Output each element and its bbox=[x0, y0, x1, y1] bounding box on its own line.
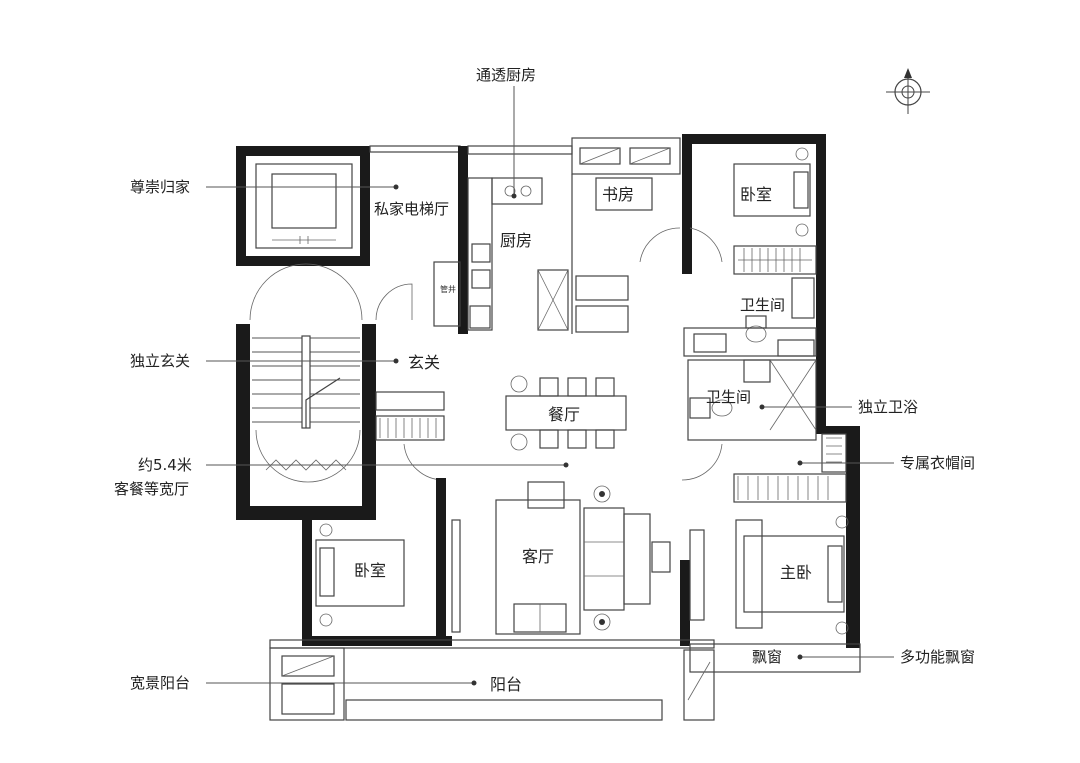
room-balcony: 阳台 bbox=[490, 675, 522, 694]
room-master: 主卧 bbox=[780, 563, 812, 582]
room-elevator-hall: 私家电梯厅 bbox=[374, 200, 449, 218]
room-shaft: 管井 bbox=[440, 284, 456, 294]
leader-lines bbox=[206, 86, 894, 686]
callout-entrance: 独立玄关 bbox=[130, 352, 190, 370]
room-bath-upper: 卫生间 bbox=[740, 296, 785, 314]
room-living: 客厅 bbox=[522, 547, 554, 566]
callout-elevator: 尊崇归家 bbox=[130, 178, 190, 196]
room-foyer: 玄关 bbox=[408, 353, 440, 372]
room-bay-window: 飘窗 bbox=[752, 648, 782, 666]
kitchen-block bbox=[433, 145, 573, 331]
callout-closet: 专属衣帽间 bbox=[900, 454, 975, 472]
room-bath-lower: 卫生间 bbox=[706, 388, 751, 406]
bath-block bbox=[683, 277, 817, 441]
bedroom-sw-block bbox=[302, 520, 452, 646]
stair-block bbox=[236, 263, 445, 520]
living-furniture bbox=[436, 478, 705, 646]
compass-icon bbox=[886, 68, 930, 114]
callout-kitchen: 通透厨房 bbox=[476, 66, 536, 84]
master-block bbox=[689, 426, 861, 673]
balcony-block bbox=[269, 639, 715, 721]
callout-width-line1: 约5.4米 bbox=[138, 456, 192, 474]
room-study: 书房 bbox=[602, 185, 634, 204]
callout-width-line2: 客餐等宽厅 bbox=[114, 480, 189, 498]
callout-bay: 多功能飘窗 bbox=[900, 648, 975, 666]
elevator-block bbox=[236, 146, 370, 266]
dining-table bbox=[403, 227, 723, 481]
bedroom-ne-block bbox=[682, 134, 826, 434]
callout-balcony: 宽景阳台 bbox=[130, 674, 190, 692]
callout-bath: 独立卫浴 bbox=[858, 398, 918, 416]
room-bedroom-ne: 卧室 bbox=[740, 185, 772, 204]
room-kitchen: 厨房 bbox=[500, 231, 532, 250]
room-bedroom-sw: 卧室 bbox=[354, 561, 386, 580]
room-dining: 餐厅 bbox=[548, 405, 580, 424]
